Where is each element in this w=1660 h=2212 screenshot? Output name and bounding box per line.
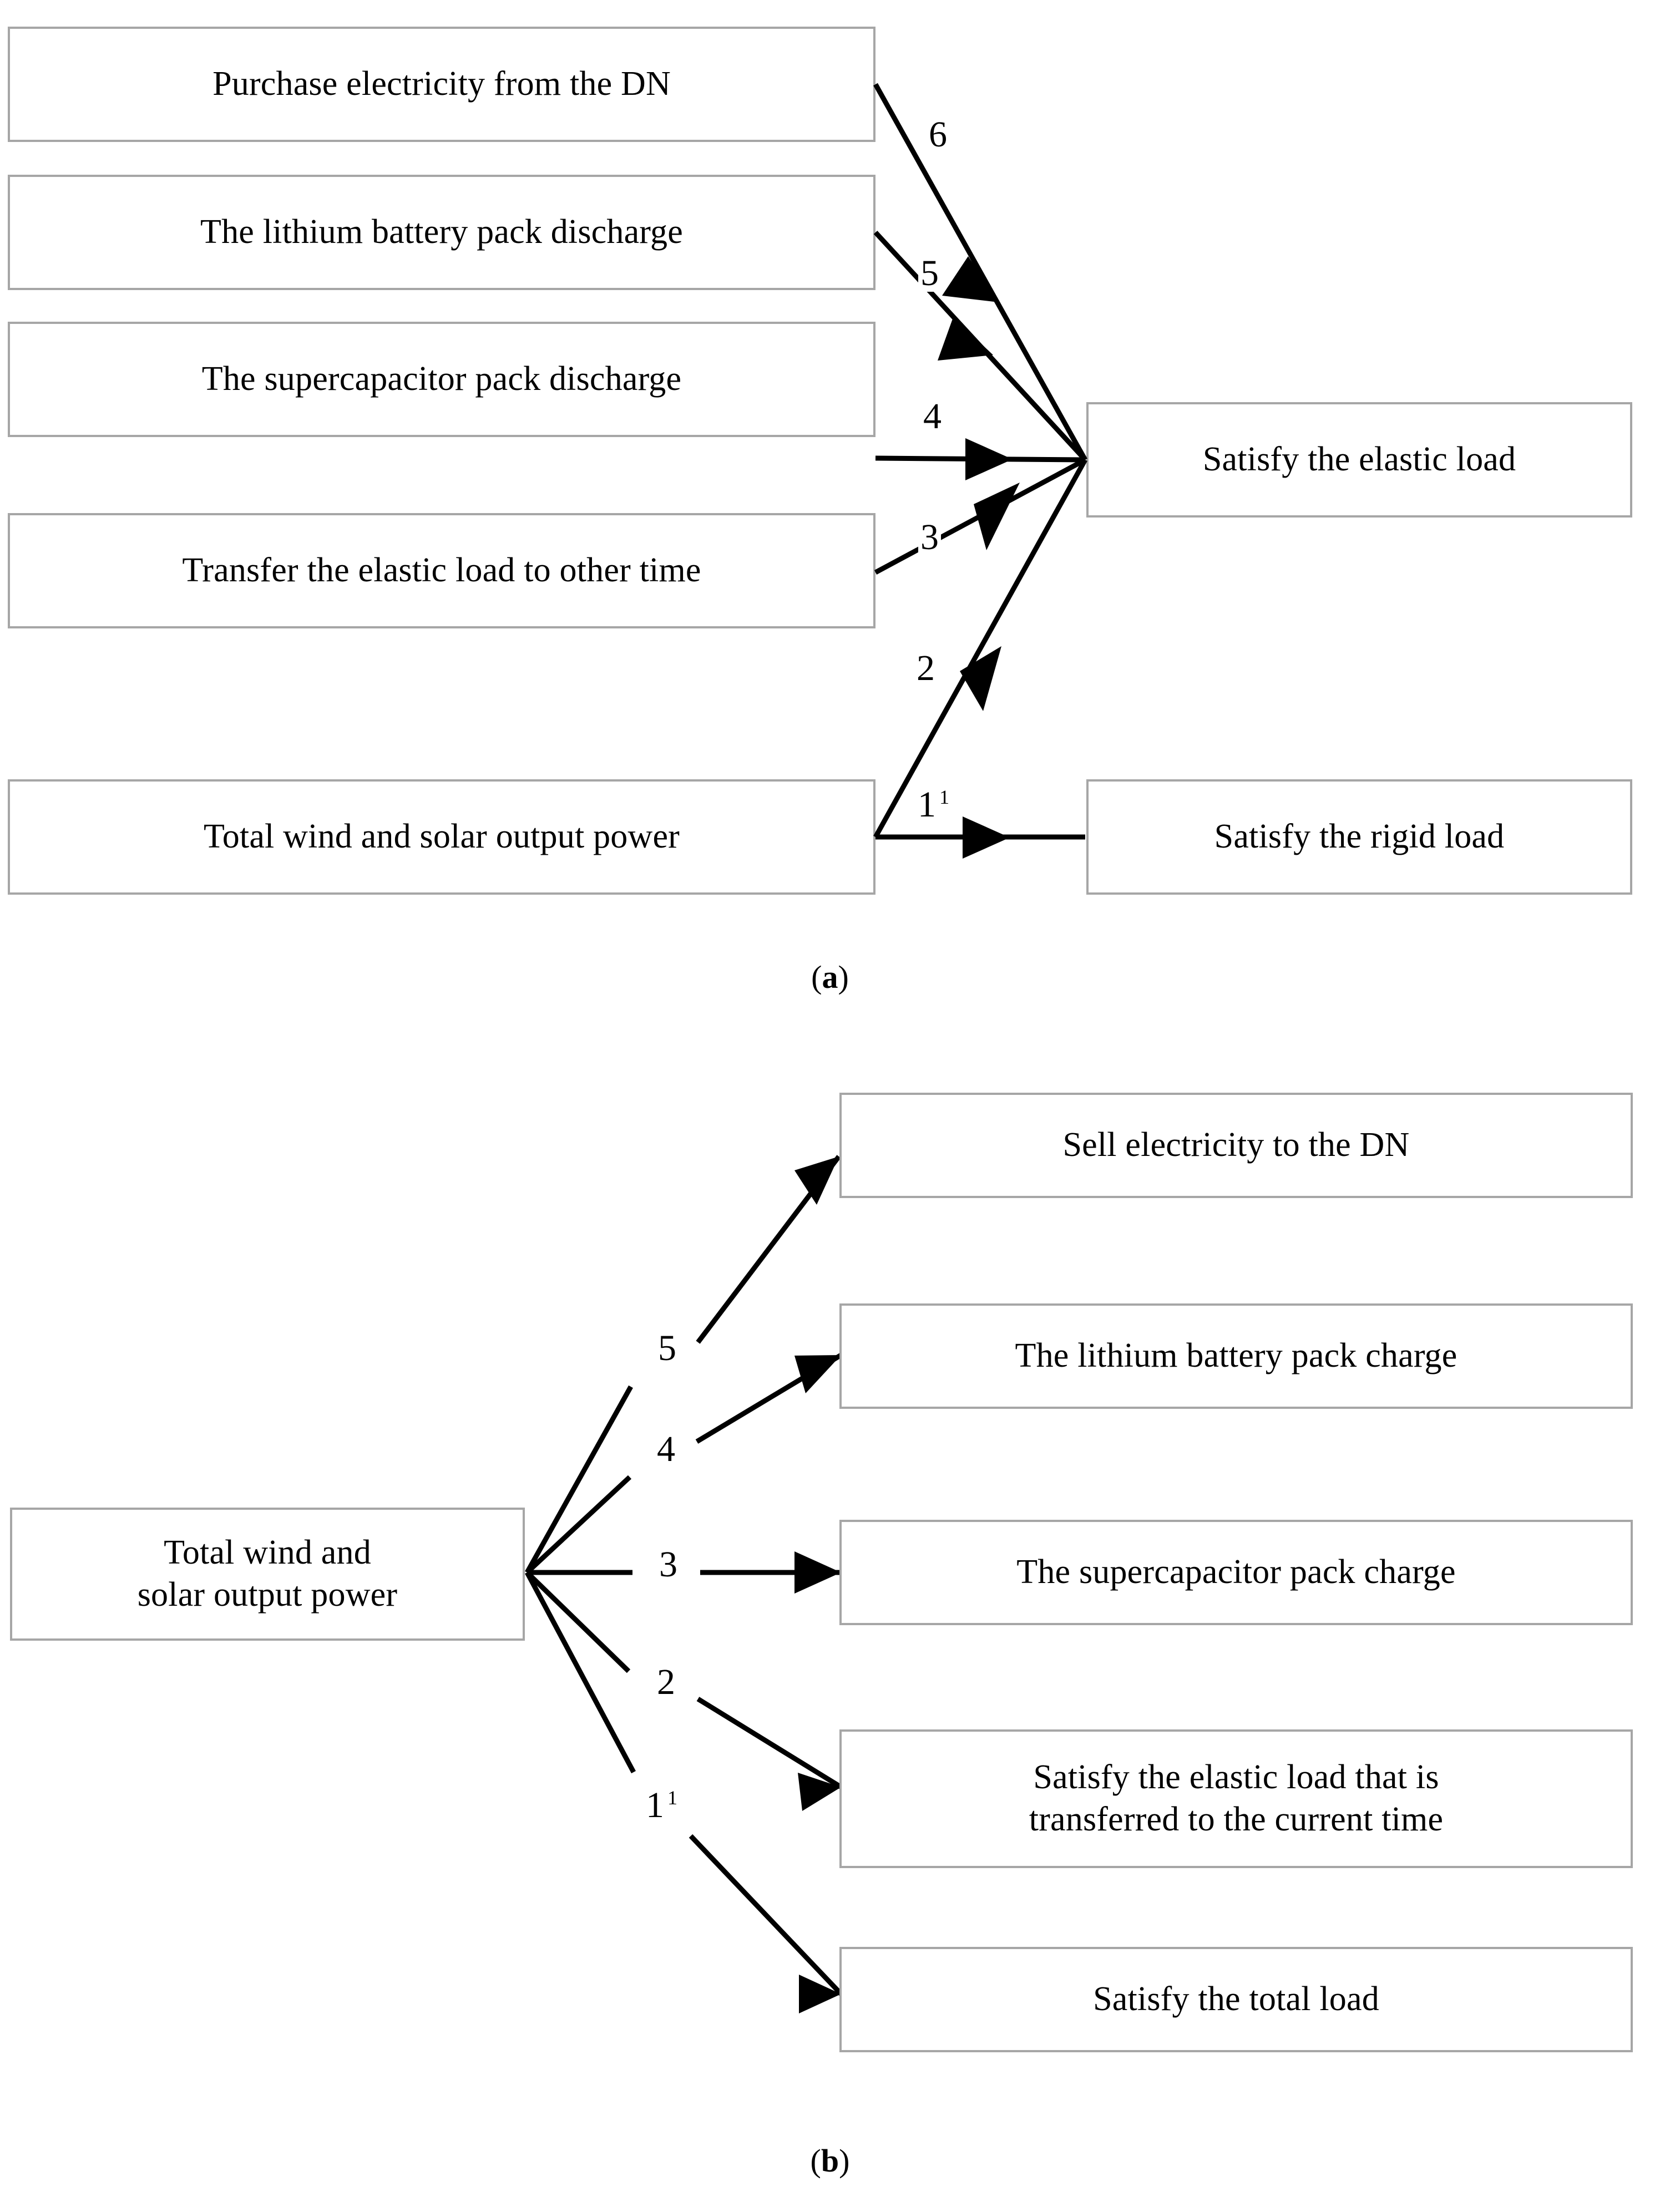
panel-caption-b: (b) xyxy=(810,2143,850,2179)
edge-b4-line-2 xyxy=(695,1353,843,1444)
node-transfer-elastic-load-other-time: Transfer the elastic load to other time xyxy=(8,513,875,628)
edge-label-b5: 5 xyxy=(656,1330,679,1367)
node-lithium-battery-pack-charge: The lithium battery pack charge xyxy=(839,1303,1633,1409)
edge-5-arrowhead xyxy=(938,317,993,361)
edge-label-1-superscript: 1 xyxy=(939,786,950,808)
node-label: The lithium battery pack charge xyxy=(1015,1337,1457,1375)
node-satisfy-rigid-load: Satisfy the rigid load xyxy=(1086,779,1632,895)
edge-5-line xyxy=(873,230,1087,462)
panel-caption-a-letter: a xyxy=(822,959,838,995)
edge-label-b1-number: 1 xyxy=(646,1785,664,1825)
node-label: The supercapacitor pack discharge xyxy=(201,360,682,398)
edge-b1-line xyxy=(525,1571,636,1774)
edge-1-arrowhead xyxy=(963,816,1010,859)
edge-b2-line-2 xyxy=(696,1697,843,1789)
node-satisfy-elastic-load: Satisfy the elastic load xyxy=(1086,402,1632,518)
edge-b5-line xyxy=(525,1385,633,1574)
edge-2-line xyxy=(873,458,1087,839)
node-label: Satisfy the total load xyxy=(1093,1980,1379,2018)
edge-6-line xyxy=(873,83,1087,461)
edge-6-arrowhead xyxy=(942,256,999,302)
node-purchase-electricity-from-dn: Purchase electricity from the DN xyxy=(8,27,875,142)
edge-label-b2: 2 xyxy=(655,1664,677,1701)
panel-caption-b-letter: b xyxy=(821,2143,839,2179)
edge-label-5: 5 xyxy=(918,255,941,292)
edge-label-b3: 3 xyxy=(657,1546,680,1583)
node-satisfy-elastic-load-transferred: Satisfy the elastic load that is transfe… xyxy=(839,1729,1633,1868)
node-total-wind-solar-output-power-a: Total wind and solar output power xyxy=(8,779,875,895)
edge-b2-line xyxy=(525,1570,631,1673)
node-label: Purchase electricity from the DN xyxy=(212,65,671,103)
node-satisfy-total-load: Satisfy the total load xyxy=(839,1947,1633,2052)
node-label: Satisfy the elastic load that is transfe… xyxy=(1029,1758,1444,1838)
edge-4-arrowhead xyxy=(965,438,1013,480)
node-label: Transfer the elastic load to other time xyxy=(182,551,701,590)
edge-label-b4: 4 xyxy=(655,1431,677,1468)
node-supercapacitor-pack-discharge: The supercapacitor pack discharge xyxy=(8,322,875,437)
node-label: Satisfy the elastic load xyxy=(1202,440,1516,479)
node-lithium-battery-pack-discharge: The lithium battery pack discharge xyxy=(8,175,875,290)
panel-caption-a: (a) xyxy=(811,959,849,995)
edge-label-3: 3 xyxy=(918,519,941,556)
node-supercapacitor-pack-charge: The supercapacitor pack charge xyxy=(839,1520,1633,1625)
node-label: Sell electricity to the DN xyxy=(1062,1126,1410,1164)
node-label: The lithium battery pack discharge xyxy=(200,213,683,251)
edge-3-arrowhead xyxy=(974,483,1020,550)
edge-3-line xyxy=(874,458,1087,575)
edge-label-6: 6 xyxy=(927,116,949,153)
edge-b4-line xyxy=(525,1475,632,1575)
node-sell-electricity-to-dn: Sell electricity to the DN xyxy=(839,1093,1633,1198)
edge-b1-arrowhead xyxy=(799,1975,841,2013)
edge-b5-arrowhead xyxy=(794,1156,839,1205)
edge-label-b1-superscript: 1 xyxy=(667,1787,678,1809)
edge-4-line xyxy=(875,455,1086,463)
node-label: Satisfy the rigid load xyxy=(1214,818,1505,856)
edge-2-arrowhead xyxy=(960,646,1001,711)
node-label: The supercapacitor pack charge xyxy=(1016,1553,1456,1591)
edge-label-2: 2 xyxy=(914,650,937,687)
edge-label-1-number: 1 xyxy=(918,784,936,825)
edge-b5-line-2 xyxy=(696,1155,841,1344)
node-total-wind-solar-output-power-b: Total wind and solar output power xyxy=(10,1508,525,1641)
edge-b1-line-2 xyxy=(689,1834,843,1996)
edge-b2-arrowhead xyxy=(798,1773,841,1811)
node-label: Total wind and solar output power xyxy=(203,818,680,856)
edge-b4-arrowhead xyxy=(794,1355,841,1393)
node-label: Total wind and solar output power xyxy=(137,1534,398,1614)
edge-b3-arrowhead xyxy=(794,1551,841,1594)
edge-label-4: 4 xyxy=(921,398,944,435)
